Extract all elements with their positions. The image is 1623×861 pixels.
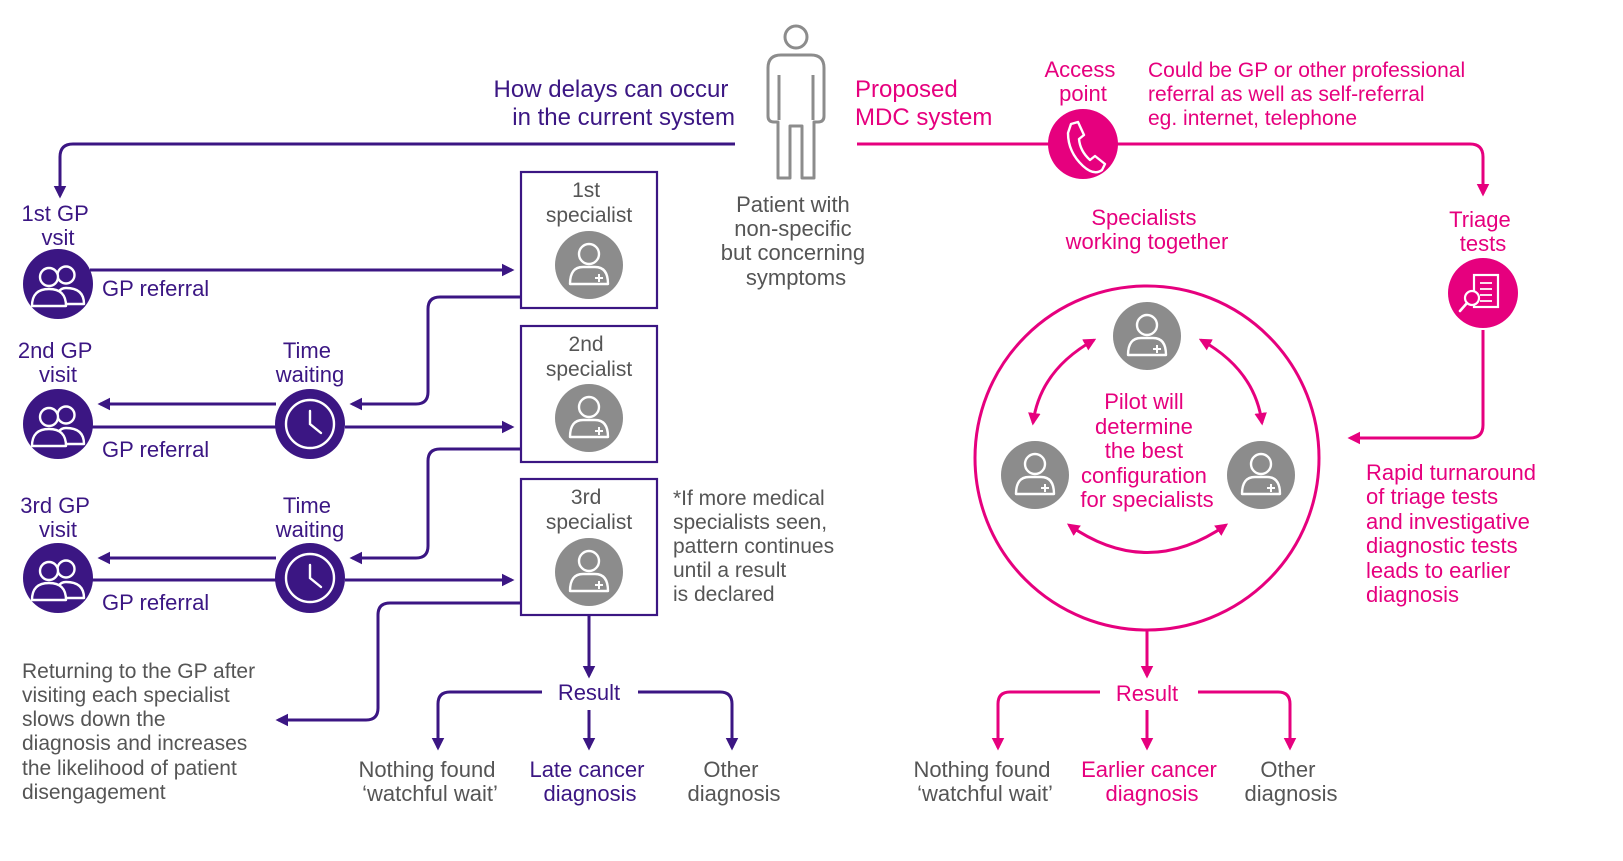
right-outcome-2: Earlier cancer diagnosis [1081, 757, 1223, 806]
users-icon [21, 541, 95, 615]
patient-icon [766, 24, 826, 180]
specialists-heading: Specialists working together [1065, 205, 1229, 254]
users-icon [21, 247, 95, 321]
left-outcome-2: Late cancer diagnosis [529, 757, 650, 806]
cycle-arrow-left [1028, 338, 1097, 426]
person-icon [1225, 439, 1297, 511]
document-search-icon [1448, 258, 1518, 328]
time-waiting-label-2: Time waiting [275, 493, 344, 542]
gp-referral-label-3: GP referral [102, 590, 209, 615]
return-path-2 [349, 447, 521, 565]
users-icon [21, 387, 95, 461]
person-icon [1111, 300, 1183, 372]
left-outcome-3: Other diagnosis [688, 757, 781, 806]
specialist-label-3: 3rd specialist [546, 486, 633, 534]
gp-visit-label-2: 2nd GP visit [18, 338, 98, 387]
cycle-arrow-bottom [1066, 523, 1229, 554]
access-note: Could be GP or other professional referr… [1148, 59, 1471, 130]
result-right-branch-r [1198, 690, 1297, 751]
pilot-text: Pilot will determine the best configurat… [1080, 389, 1213, 512]
clock-icon [273, 541, 347, 615]
left-result-label: Result [558, 680, 620, 705]
returning-text: Returning to the GP after visiting each … [22, 660, 261, 804]
right-connectors [857, 142, 1490, 751]
gp-referral-label-2: GP referral [102, 437, 209, 462]
person-icon [553, 382, 625, 454]
specialist-box-1: 1st specialist [519, 170, 659, 310]
gp-referral-label-1: GP referral [102, 276, 209, 301]
triage-to-circle [1347, 330, 1485, 445]
gp-visit-label-3: 3rd GP visit [20, 493, 95, 542]
return-path-1 [349, 295, 521, 411]
triage-label: Triage tests [1449, 207, 1517, 256]
specialist-label-1: 1st specialist [546, 179, 633, 227]
specialist-box-3: 3rd specialist [519, 477, 659, 617]
top-line-left [53, 142, 735, 199]
right-result-label: Result [1116, 681, 1178, 706]
person-icon [553, 536, 625, 608]
left-connectors [53, 142, 739, 751]
person-icon [553, 229, 625, 301]
gp-visit-label-1: 1st GP vsit [22, 201, 95, 250]
right-heading: Proposed MDC system [855, 76, 992, 131]
left-heading: How delays can occur in the current syst… [494, 76, 735, 131]
rapid-text: Rapid turnaround of triage tests and inv… [1366, 460, 1542, 607]
left-outcome-1: Nothing found ‘watchful wait’ [358, 757, 501, 806]
right-outcome-1: Nothing found ‘watchful wait’ [913, 757, 1056, 806]
result-right-branch [638, 690, 739, 751]
person-icon [999, 439, 1071, 511]
access-point-label: Access point [1044, 57, 1121, 106]
phone-icon [1048, 109, 1118, 179]
result-left-branch [431, 690, 542, 751]
clock-icon [273, 387, 347, 461]
specialists-note: *If more medical specialists seen, patte… [673, 487, 840, 606]
cycle-arrow-right [1198, 338, 1267, 426]
top-line-right [857, 142, 1490, 197]
specialist-box-2: 2nd specialist [519, 324, 659, 464]
return-path-3 [275, 601, 521, 727]
result-left-branch-r [991, 690, 1100, 751]
patient-text: Patient with non-specific but concerning… [721, 192, 871, 290]
right-outcome-3: Other diagnosis [1245, 757, 1338, 806]
time-waiting-label-1: Time waiting [275, 338, 344, 387]
specialist-label-2: 2nd specialist [546, 333, 633, 381]
